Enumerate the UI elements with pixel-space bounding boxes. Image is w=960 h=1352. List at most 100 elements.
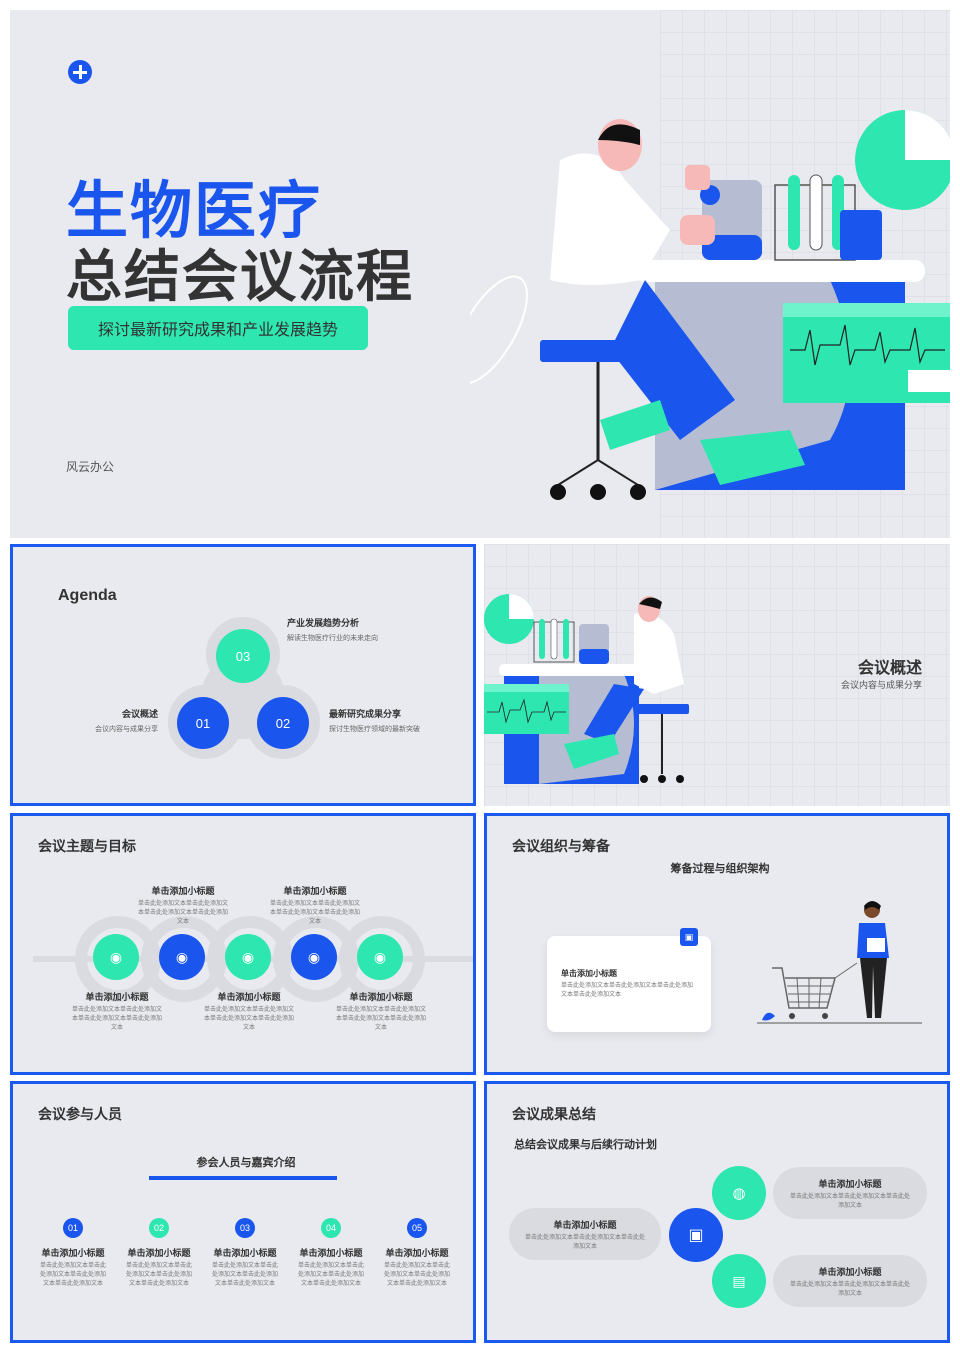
theme-item-desc: 单击此处添加文本单击此处添加文本单击此处添加文本单击此处添加文本 — [138, 901, 229, 925]
people-item-3: 03 单击添加小标题 单击此处添加文本单击此处添加文本单击此处添加文本单击此处添… — [210, 1218, 280, 1289]
agenda-circle-02: 02 — [257, 697, 309, 749]
theme-item-title: 单击添加小标题 — [217, 992, 281, 1002]
theme-node-4: ◉ — [291, 934, 337, 980]
agenda-item-title: 产业发展趋势分析 — [287, 618, 360, 628]
overview-slide: 会议概述 会议内容与成果分享 — [484, 544, 950, 806]
overview-subtitle: 会议内容与成果分享 — [840, 680, 922, 690]
theme-item-desc: 单击此处添加文本单击此处添加文本单击此处添加文本单击此处添加文本 — [336, 1007, 427, 1031]
location-pin-icon: ◉ — [373, 948, 387, 965]
brand-label: 风云办公 — [66, 460, 115, 474]
overview-title: 会议概述 — [857, 660, 922, 677]
people-item-desc: 单击此处添加文本单击此处添加文本单击此处添加文本单击此处添加文本 — [211, 1263, 278, 1287]
organize-title: 会议组织与筹备 — [512, 838, 610, 854]
results-item-title: 单击添加小标题 — [818, 1179, 882, 1189]
scientist-illustration — [470, 110, 950, 500]
agenda-circle-03: 03 — [216, 629, 270, 683]
agenda-slide: Agenda 03 01 02 产业发展趋势分析 解读生物医疗行业的未来走向 会… — [10, 544, 476, 806]
organize-card: 单击添加小标题 单击此处添加文本单击此处添加文本单击此处添加文本单击此处添加文本 — [547, 936, 711, 1032]
results-item-desc: 单击此处添加文本单击此处添加文本单击此处添加文本 — [524, 1235, 645, 1250]
theme-bottom-item-2: 单击添加小标题 单击此处添加文本单击此处添加文本单击此处添加文本单击此处添加文本 — [204, 990, 294, 1033]
results-slide: 会议成果总结 总结会议成果与后续行动计划 单击添加小标题 单击此处添加文本单击此… — [484, 1081, 950, 1343]
theme-node-3: ◉ — [225, 934, 271, 980]
location-pin-icon: ◉ — [175, 948, 189, 965]
theme-item-title: 单击添加小标题 — [151, 886, 215, 896]
image-icon: ▣ — [688, 1227, 704, 1244]
people-item-desc: 单击此处添加文本单击此处添加文本单击此处添加文本单击此处添加文本 — [39, 1263, 106, 1287]
agenda-circle-01: 01 — [177, 697, 229, 749]
agenda-item-02: 最新研究成果分享 探讨生物医疗领域的最新突破 — [329, 707, 420, 734]
theme-top-item-2: 单击添加小标题 单击此处添加文本单击此处添加文本单击此处添加文本单击此处添加文本 — [270, 884, 360, 927]
results-item-title: 单击添加小标题 — [553, 1220, 617, 1230]
organize-card-title: 单击添加小标题 — [561, 969, 617, 978]
organize-slide: 会议组织与筹备 筹备过程与组织架构 单击添加小标题 单击此处添加文本单击此处添加… — [484, 813, 950, 1075]
results-right-bottom-pill: 单击添加小标题 单击此处添加文本单击此处添加文本单击此处添加文本 — [773, 1255, 927, 1307]
people-title: 会议参与人员 — [38, 1106, 122, 1122]
results-item-desc: 单击此处添加文本单击此处添加文本单击此处添加文本 — [789, 1194, 910, 1209]
people-badge-02: 02 — [149, 1218, 169, 1238]
agenda-item-03: 产业发展趋势分析 解读生物医疗行业的未来走向 — [287, 616, 378, 643]
people-slide: 会议参与人员 参会人员与嘉宾介绍 01 单击添加小标题 单击此处添加文本单击此处… — [10, 1081, 476, 1343]
people-item-1: 01 单击添加小标题 单击此处添加文本单击此处添加文本单击此处添加文本单击此处添… — [38, 1218, 108, 1289]
cover-slide: 生物医疗 总结会议流程 探讨最新研究成果和产业发展趋势 风云办公 — [10, 10, 950, 538]
organize-card-desc: 单击此处添加文本单击此处添加文本单击此处添加文本单击此处添加文本 — [561, 983, 694, 998]
organize-subtitle: 筹备过程与组织架构 — [670, 863, 770, 875]
theme-item-desc: 单击此处添加文本单击此处添加文本单击此处添加文本单击此处添加文本 — [270, 901, 361, 925]
cover-subtitle-badge: 探讨最新研究成果和产业发展趋势 — [68, 306, 368, 350]
people-item-title: 单击添加小标题 — [127, 1248, 191, 1258]
theme-item-desc: 单击此处添加文本单击此处添加文本单击此处添加文本单击此处添加文本 — [72, 1007, 163, 1031]
results-top-node: ◍ — [712, 1166, 766, 1220]
agenda-item-desc: 会议内容与成果分享 — [95, 726, 158, 733]
results-item-desc: 单击此处添加文本单击此处添加文本单击此处添加文本 — [789, 1282, 910, 1297]
image-icon: ▣ — [680, 928, 698, 946]
results-center-node: ▣ — [669, 1208, 723, 1262]
theme-bottom-item-3: 单击添加小标题 单击此处添加文本单击此处添加文本单击此处添加文本单击此处添加文本 — [336, 990, 426, 1033]
people-item-desc: 单击此处添加文本单击此处添加文本单击此处添加文本单击此处添加文本 — [383, 1263, 450, 1287]
agenda-item-title: 会议概述 — [121, 709, 158, 719]
shopper-illustration — [757, 901, 922, 1024]
people-item-2: 02 单击添加小标题 单击此处添加文本单击此处添加文本单击此处添加文本单击此处添… — [124, 1218, 194, 1289]
theme-title: 会议主题与目标 — [38, 838, 136, 854]
results-title: 会议成果总结 — [512, 1106, 596, 1122]
theme-item-desc: 单击此处添加文本单击此处添加文本单击此处添加文本单击此处添加文本 — [204, 1007, 295, 1031]
people-subtitle: 参会人员与嘉宾介绍 — [196, 1157, 296, 1169]
theme-item-title: 单击添加小标题 — [283, 886, 347, 896]
cover-title-line1: 生物医疗 — [66, 177, 323, 246]
theme-node-1: ◉ — [93, 934, 139, 980]
people-item-title: 单击添加小标题 — [213, 1248, 277, 1258]
results-item-title: 单击添加小标题 — [818, 1267, 882, 1277]
theme-top-item-1: 单击添加小标题 单击此处添加文本单击此处添加文本单击此处添加文本单击此处添加文本 — [138, 884, 228, 927]
theme-item-title: 单击添加小标题 — [349, 992, 413, 1002]
people-badge-04: 04 — [321, 1218, 341, 1238]
theme-node-5: ◉ — [357, 934, 403, 980]
theme-slide: 会议主题与目标 ◉ ◉ ◉ ◉ ◉ 单击添加小标题 单击此处添加文本单击此处添加… — [10, 813, 476, 1075]
results-subtitle: 总结会议成果与后续行动计划 — [514, 1139, 657, 1151]
cover-subtitle: 探讨最新研究成果和产业发展趋势 — [97, 322, 338, 339]
people-item-title: 单击添加小标题 — [385, 1248, 449, 1258]
chat-icon: ◍ — [732, 1185, 746, 1202]
people-item-title: 单击添加小标题 — [41, 1248, 105, 1258]
theme-bottom-item-1: 单击添加小标题 单击此处添加文本单击此处添加文本单击此处添加文本单击此处添加文本 — [72, 990, 162, 1033]
people-badge-03: 03 — [235, 1218, 255, 1238]
people-item-title: 单击添加小标题 — [299, 1248, 363, 1258]
sofa-icon: ▤ — [732, 1272, 746, 1289]
people-item-desc: 单击此处添加文本单击此处添加文本单击此处添加文本单击此处添加文本 — [297, 1263, 364, 1287]
people-item-desc: 单击此处添加文本单击此处添加文本单击此处添加文本单击此处添加文本 — [125, 1263, 192, 1287]
location-pin-icon: ◉ — [241, 948, 255, 965]
agenda-item-title: 最新研究成果分享 — [329, 709, 402, 719]
plus-circle-icon — [68, 60, 92, 84]
people-subtitle-underline — [149, 1176, 337, 1180]
results-left-pill: 单击添加小标题 单击此处添加文本单击此处添加文本单击此处添加文本 — [509, 1208, 661, 1260]
location-pin-icon: ◉ — [307, 948, 321, 965]
theme-item-title: 单击添加小标题 — [85, 992, 149, 1002]
theme-node-2: ◉ — [159, 934, 205, 980]
people-badge-05: 05 — [407, 1218, 427, 1238]
location-pin-icon: ◉ — [109, 948, 123, 965]
results-right-top-pill: 单击添加小标题 单击此处添加文本单击此处添加文本单击此处添加文本 — [773, 1167, 927, 1219]
people-badge-01: 01 — [63, 1218, 83, 1238]
people-item-5: 05 单击添加小标题 单击此处添加文本单击此处添加文本单击此处添加文本单击此处添… — [382, 1218, 452, 1289]
agenda-item-desc: 探讨生物医疗领域的最新突破 — [329, 726, 420, 733]
cover-title-line2: 总结会议流程 — [66, 245, 414, 308]
agenda-item-01: 会议概述 会议内容与成果分享 — [53, 707, 158, 734]
results-bottom-node: ▤ — [712, 1254, 766, 1308]
agenda-item-desc: 解读生物医疗行业的未来走向 — [287, 635, 378, 642]
